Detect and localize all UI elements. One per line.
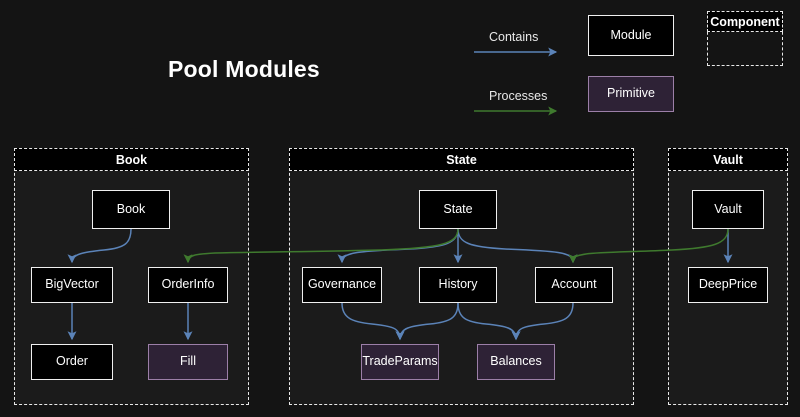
node-bigvector-label: BigVector <box>45 277 99 292</box>
node-book[interactable]: Book <box>92 190 170 229</box>
node-fill[interactable]: Fill <box>148 344 228 380</box>
node-account[interactable]: Account <box>535 267 613 303</box>
node-fill-label: Fill <box>180 354 196 369</box>
node-bigvector[interactable]: BigVector <box>31 267 113 303</box>
node-balances-label: Balances <box>490 354 542 369</box>
component-vault-header: Vault <box>668 148 788 171</box>
node-account-label: Account <box>551 277 597 292</box>
node-history[interactable]: History <box>419 267 497 303</box>
node-orderinfo[interactable]: OrderInfo <box>148 267 228 303</box>
node-state[interactable]: State <box>419 190 497 229</box>
legend-module-label: Module <box>610 27 652 42</box>
node-orderinfo-label: OrderInfo <box>161 277 215 292</box>
legend-component-header: Component <box>707 11 783 32</box>
node-order[interactable]: Order <box>31 344 113 380</box>
node-vault-label: Vault <box>714 201 742 216</box>
legend-contains-label: Contains <box>489 30 539 44</box>
component-state-header: State <box>289 148 634 171</box>
component-book-label: Book <box>115 152 148 167</box>
node-history-label: History <box>438 277 478 292</box>
node-governance-label: Governance <box>307 277 377 292</box>
component-book-header: Book <box>14 148 249 171</box>
node-vault[interactable]: Vault <box>692 190 764 229</box>
node-state-label: State <box>443 201 473 216</box>
node-book-label: Book <box>116 201 146 216</box>
node-tradeparams-label: TradeParams <box>362 354 438 369</box>
node-deepprice-label: DeepPrice <box>698 277 758 292</box>
node-deepprice[interactable]: DeepPrice <box>688 267 768 303</box>
legend-primitive-label: Primitive <box>607 86 655 101</box>
legend-component-label: Component <box>710 14 780 29</box>
legend-processes-label: Processes <box>489 89 548 103</box>
node-balances[interactable]: Balances <box>477 344 555 380</box>
page-title: Pool Modules <box>168 56 320 82</box>
legend-module-box: Module <box>588 15 674 56</box>
node-governance[interactable]: Governance <box>302 267 382 303</box>
component-vault-label: Vault <box>713 152 743 167</box>
node-tradeparams[interactable]: TradeParams <box>361 344 439 380</box>
component-state-label: State <box>446 152 477 167</box>
node-order-label: Order <box>56 354 88 369</box>
legend-primitive-box: Primitive <box>588 76 674 112</box>
